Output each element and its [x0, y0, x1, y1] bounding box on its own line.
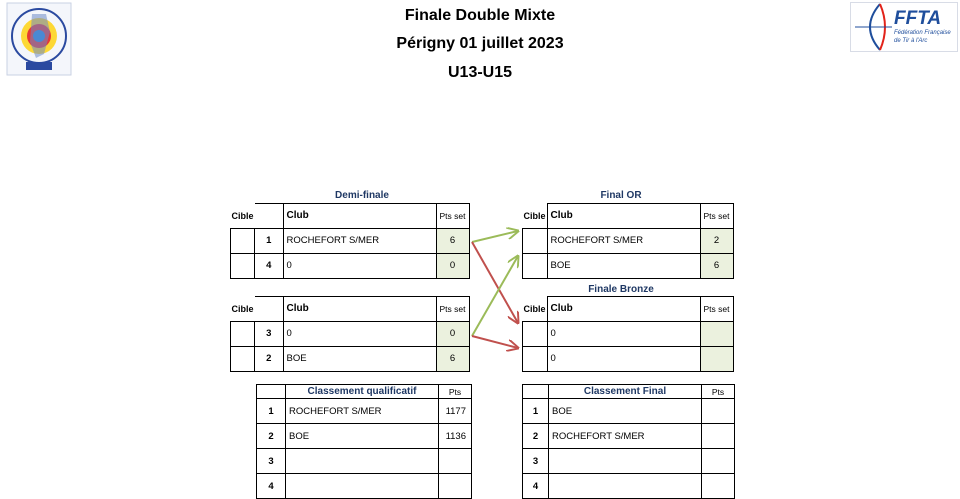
pts-set-value: 0 — [435, 252, 470, 279]
ffta-logo: FFTA Fédération Française de Tir à l'Arc — [850, 2, 958, 52]
pts-set-value: 2 — [699, 227, 734, 254]
cible-header: Cible — [231, 303, 254, 314]
club-name: ROCHEFORT S/MER — [546, 227, 701, 254]
pts-value — [701, 398, 735, 424]
club-name: ROCHEFORT S/MER — [282, 227, 437, 254]
pts-header: Pts — [438, 384, 472, 399]
pts-value: 1177 — [438, 398, 472, 424]
club-header: Club — [282, 296, 437, 322]
club-name — [548, 473, 702, 499]
rank-number: 4 — [256, 473, 286, 499]
seed-number: 3 — [254, 320, 284, 347]
club-name — [548, 448, 702, 474]
table-row: 4 — [256, 473, 472, 499]
final-or-table: Cible Club Pts set ROCHEFORT S/MER 2 BOE… — [522, 203, 734, 279]
pts-value — [701, 423, 735, 449]
loser-arrow-match1 — [471, 241, 518, 323]
classement-qualificatif-title: Classement qualificatif — [285, 384, 439, 399]
table-row: 4 — [522, 473, 735, 499]
table-row: 1 ROCHEFORT S/MER 6 — [229, 227, 470, 254]
pts-set-header: Pts set — [699, 203, 734, 229]
finale-bronze-table: Cible Club Pts set 0 0 — [522, 296, 734, 372]
table-row: 1 BOE — [522, 398, 735, 424]
cible-header: Cible — [523, 303, 546, 314]
club-name: BOE — [548, 398, 702, 424]
rank-number: 1 — [522, 398, 549, 424]
winner-arrow-match2 — [471, 256, 518, 337]
page-title: Finale Double Mixte — [404, 7, 556, 24]
club-name: 0 — [282, 252, 437, 279]
pts-set-header: Pts set — [435, 296, 470, 322]
pts-set-value — [699, 345, 734, 372]
demi-finale-match2-table: Cible Club Pts set 3 0 0 2 BOE 6 — [229, 296, 470, 372]
table-row: 3 0 0 — [229, 320, 470, 347]
ffta-brand: FFTA — [894, 8, 942, 29]
table-row: 0 — [522, 320, 734, 347]
classement-final-title: Classement Final — [548, 384, 702, 399]
cible-header: Cible — [231, 210, 254, 221]
table-row: 3 — [522, 448, 735, 474]
table-row: 3 — [256, 448, 472, 474]
pts-set-value — [699, 320, 734, 347]
pts-value — [438, 473, 472, 499]
rank-number: 3 — [522, 448, 549, 474]
club-header: Club — [546, 203, 701, 229]
table-row: 0 — [522, 345, 734, 372]
club-name: 0 — [546, 345, 701, 372]
demi-finale-match1-table: Cible Club Pts set 1 ROCHEFORT S/MER 6 4… — [229, 203, 470, 279]
pts-set-value: 6 — [435, 345, 470, 372]
club-name — [285, 473, 439, 499]
classement-qualificatif-table: Classement qualificatif Pts 1 ROCHEFORT … — [256, 384, 472, 499]
seed-number: 2 — [254, 345, 284, 372]
pts-value: 1136 — [438, 423, 472, 449]
seed-number: 4 — [254, 252, 284, 279]
rank-number: 3 — [256, 448, 286, 474]
final-or-title: Final OR — [600, 190, 642, 201]
table-row: 2 BOE 1136 — [256, 423, 472, 449]
rank-number: 2 — [256, 423, 286, 449]
table-row: BOE 6 — [522, 252, 734, 279]
club-name: BOE — [282, 345, 437, 372]
table-row: 1 ROCHEFORT S/MER 1177 — [256, 398, 472, 424]
pts-value — [701, 448, 735, 474]
club-name: ROCHEFORT S/MER — [285, 398, 439, 424]
page-subtitle-date: Périgny 01 juillet 2023 — [396, 35, 564, 52]
table-row: 2 BOE 6 — [229, 345, 470, 372]
pts-set-header: Pts set — [699, 296, 734, 322]
pts-set-value: 6 — [699, 252, 734, 279]
club-header: Club — [546, 296, 701, 322]
table-row: 4 0 0 — [229, 252, 470, 279]
rank-number: 4 — [522, 473, 549, 499]
pts-value — [438, 448, 472, 474]
table-row: 2 ROCHEFORT S/MER — [522, 423, 735, 449]
winner-arrow-match1 — [471, 231, 518, 243]
club-header: Club — [282, 203, 437, 229]
rank-number: 1 — [256, 398, 286, 424]
pts-value — [701, 473, 735, 499]
ffta-subtitle-2: de Tir à l'Arc — [894, 38, 928, 44]
loser-arrow-match2 — [471, 335, 518, 348]
pts-set-value: 6 — [435, 227, 470, 254]
club-name: BOE — [285, 423, 439, 449]
club-name: 0 — [546, 320, 701, 347]
ffta-subtitle-1: Fédération Française — [894, 30, 951, 36]
demi-finale-title: Demi-finale — [335, 190, 389, 201]
finale-bronze-title: Finale Bronze — [588, 284, 654, 295]
pts-set-value: 0 — [435, 320, 470, 347]
page-subtitle-category: U13-U15 — [447, 64, 513, 81]
rank-number: 2 — [522, 423, 549, 449]
seed-number: 1 — [254, 227, 284, 254]
club-name: ROCHEFORT S/MER — [548, 423, 702, 449]
pts-header: Pts — [701, 384, 735, 399]
table-row: ROCHEFORT S/MER 2 — [522, 227, 734, 254]
cible-header: Cible — [523, 210, 546, 221]
pts-set-header: Pts set — [435, 203, 470, 229]
club-name — [285, 448, 439, 474]
club-name: BOE — [546, 252, 701, 279]
comite-regional-logo — [6, 2, 72, 76]
club-name: 0 — [282, 320, 437, 347]
classement-final-table: Classement Final Pts 1 BOE 2 ROCHEFORT S… — [522, 384, 735, 499]
